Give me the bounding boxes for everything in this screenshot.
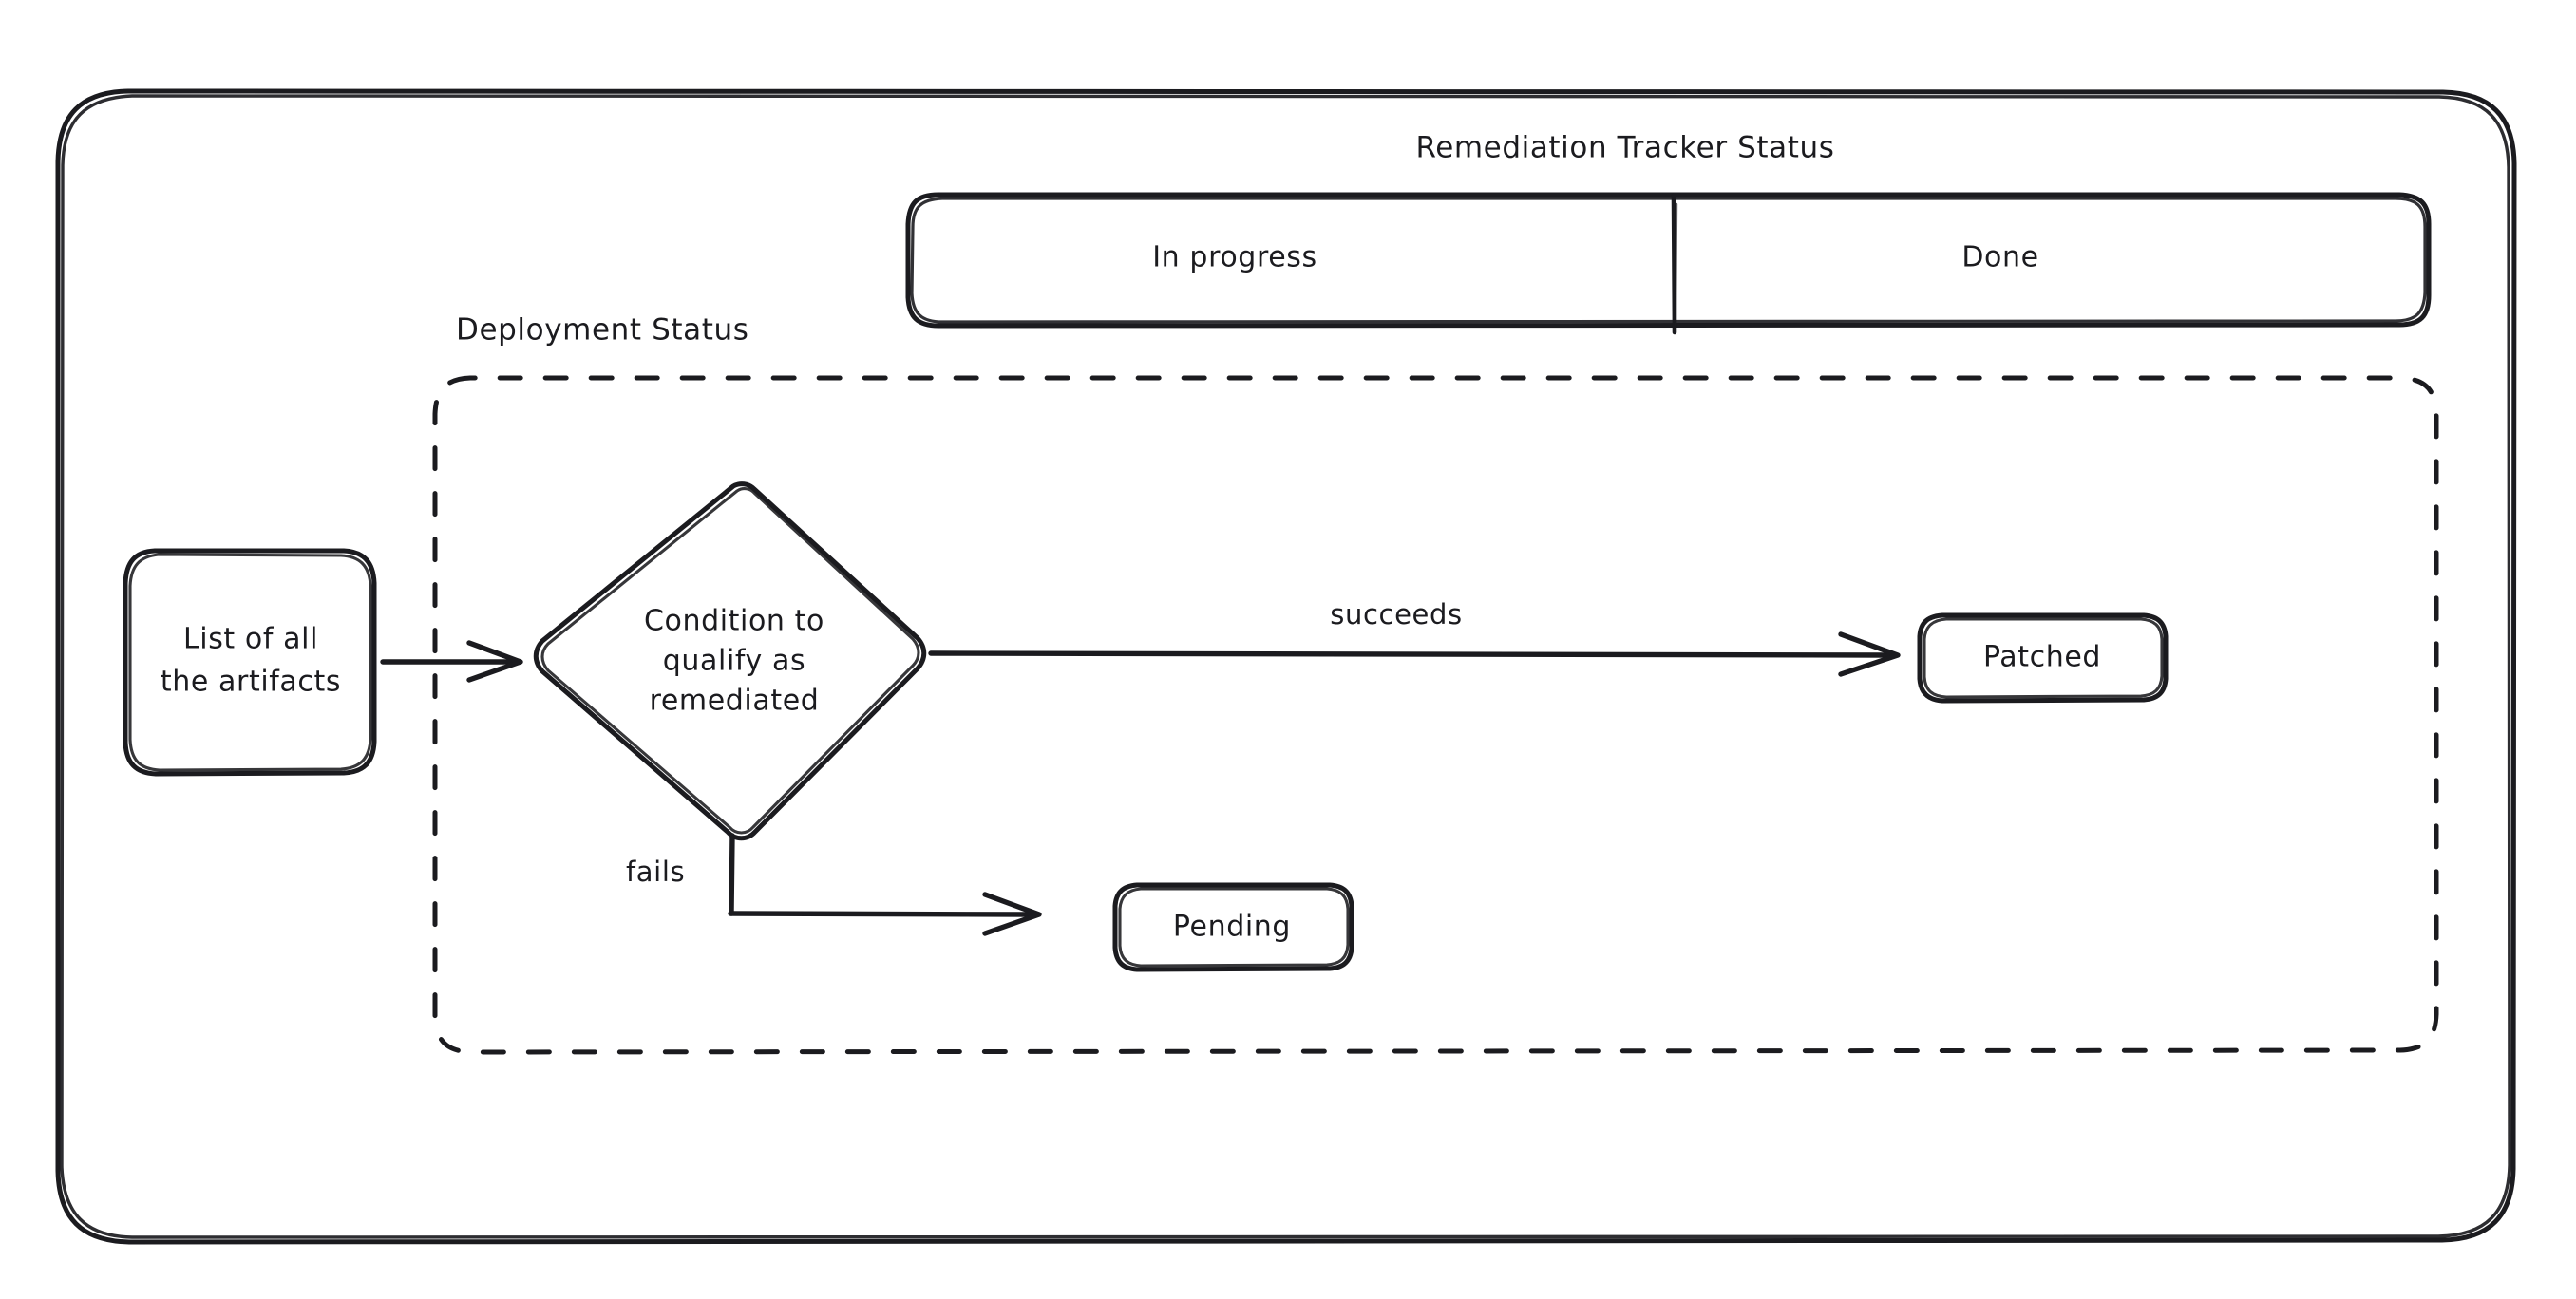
tracker-status-bar: In progress Done (905, 192, 2432, 335)
node-condition-label-line2: qualify as (663, 645, 805, 678)
tracker-divider (1671, 193, 1678, 335)
edge-condition-to-pending: fails (626, 833, 1042, 936)
node-pending[interactable]: Pending (1112, 882, 1354, 972)
node-condition-label-line3: remediated (650, 685, 820, 718)
node-condition-label-line1: Condition to (644, 605, 824, 638)
edge-artifacts-to-condition (380, 640, 523, 683)
deployment-status-group-label: Deployment Status (456, 313, 748, 348)
tracker-segment-done-label[interactable]: Done (1961, 241, 2038, 274)
outer-container (55, 88, 2517, 1245)
node-list-of-artifacts-label-line2: the artifacts (161, 666, 341, 699)
tracker-segment-in-progress-label[interactable]: In progress (1152, 241, 1317, 274)
remediation-tracker-title: Remediation Tracker Status (1415, 131, 1834, 165)
node-list-of-artifacts[interactable]: List of all the artifacts (123, 548, 377, 777)
node-patched[interactable]: Patched (1917, 612, 2169, 704)
edge-condition-to-patched: succeeds (928, 598, 1901, 677)
node-patched-label: Patched (1983, 641, 2101, 674)
edge-label-succeeds: succeeds (1330, 598, 1462, 631)
node-condition-diamond[interactable]: Condition to qualify as remediated (533, 481, 927, 841)
node-pending-label: Pending (1173, 911, 1291, 944)
edge-label-fails: fails (626, 856, 685, 888)
node-list-of-artifacts-label-line1: List of all (183, 623, 318, 656)
deployment-status-group-box (432, 375, 2439, 1055)
